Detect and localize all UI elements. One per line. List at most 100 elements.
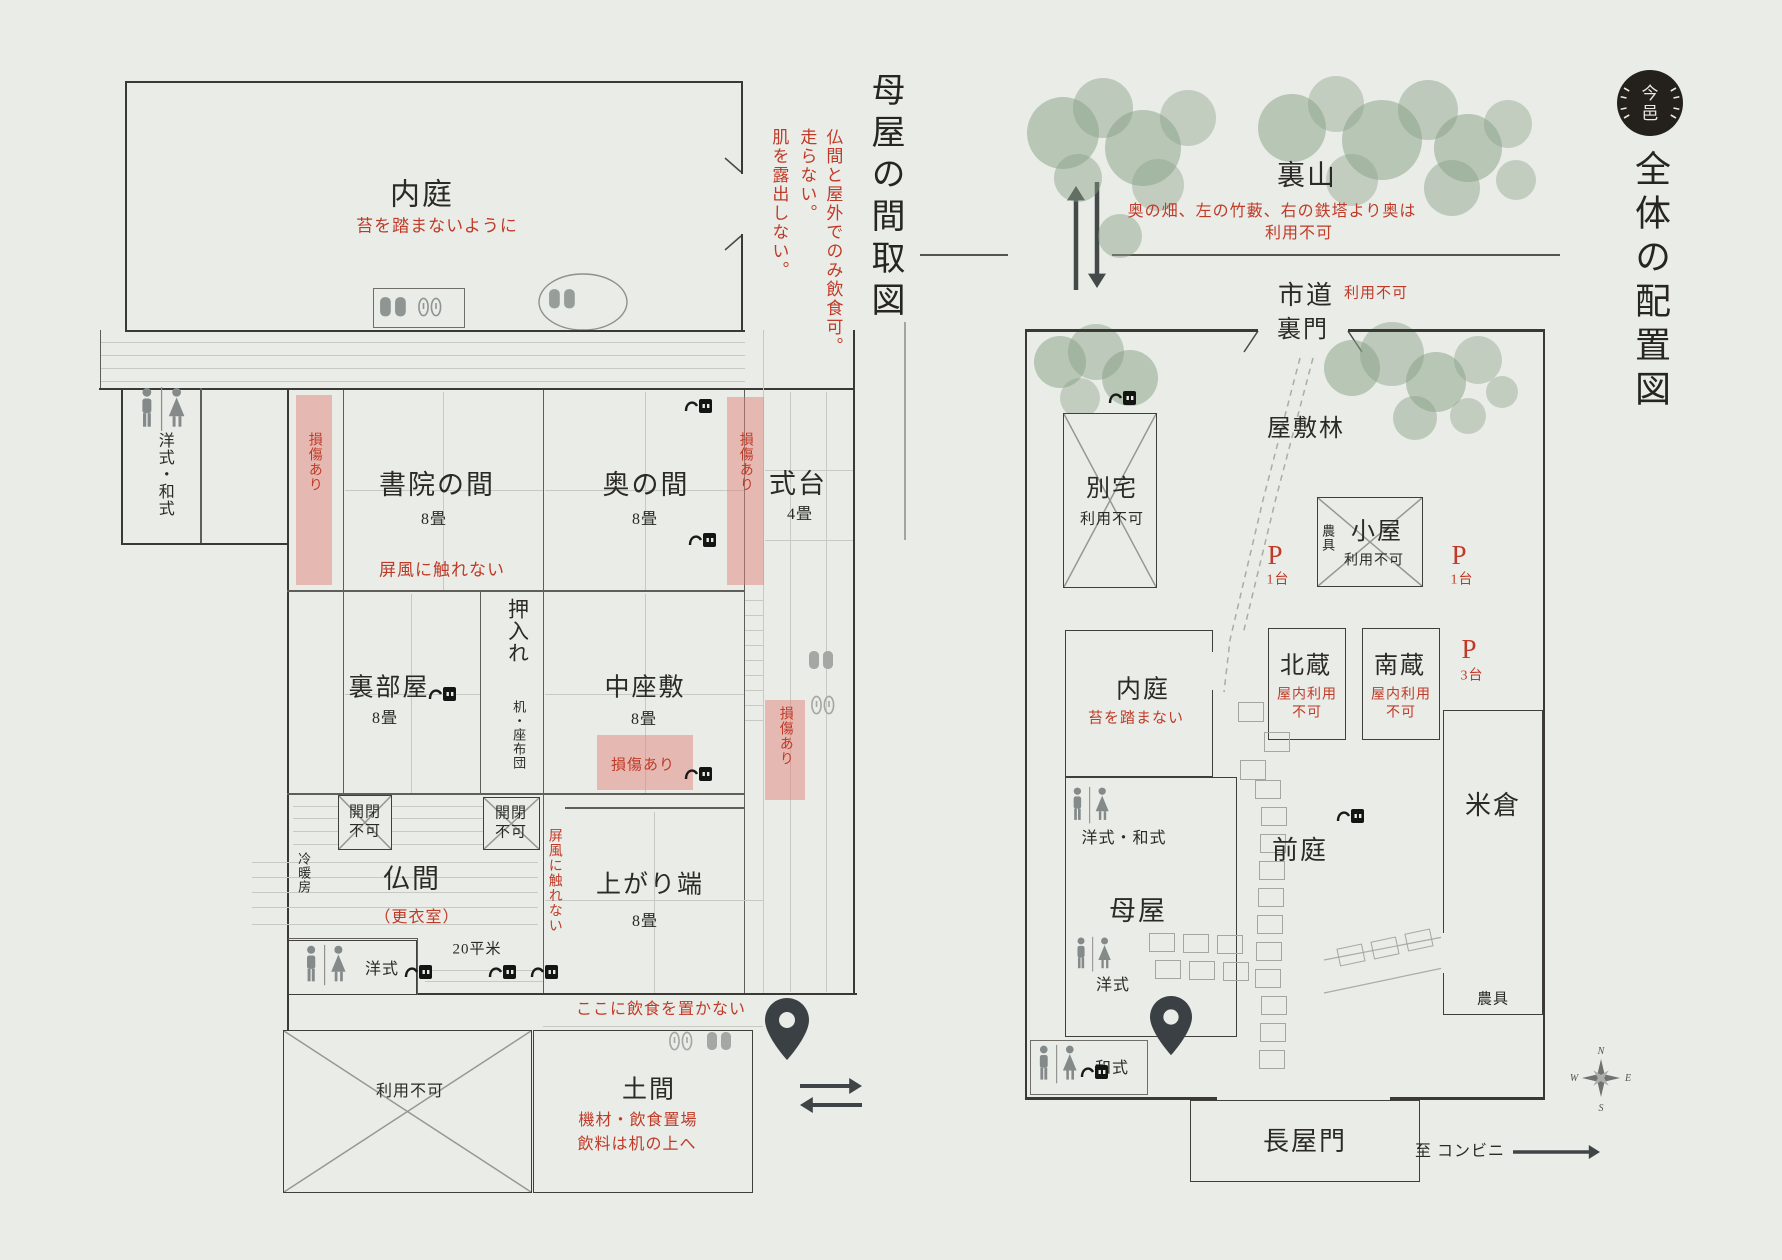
strip-label-2: 損傷あり (737, 432, 753, 492)
wall-segment (1348, 329, 1545, 332)
label-doma: 土間 (621, 1076, 677, 1104)
wall-segment (745, 630, 763, 631)
stepping-stone (1261, 996, 1287, 1015)
yonekura-box (1443, 710, 1543, 1015)
wall-segment (288, 938, 418, 939)
damage-highlight (765, 700, 805, 800)
label-toilet-west: 洋式・和式 (155, 432, 173, 517)
wall-segment (100, 342, 745, 343)
wall-segment (565, 807, 745, 809)
wall-segment (252, 892, 538, 893)
label-okunoma: 奥の間 (602, 470, 690, 501)
toilet-mf-omoya-2-icon (1074, 936, 1112, 983)
tree-icon (1450, 398, 1486, 434)
tree-icon (1486, 376, 1518, 408)
tree-icon (1342, 100, 1422, 180)
label-bettaku-note: 利用不可 (1079, 511, 1145, 528)
wall-segment (543, 390, 544, 995)
right-plan-title: 全体の配置図 (1630, 150, 1670, 414)
stepping-stone (1260, 1023, 1286, 1042)
stepping-stone (1255, 969, 1281, 988)
note-kitakura: 屋内利用 不可 (1277, 687, 1337, 721)
wall-segment (100, 355, 745, 356)
label-heibei: 20平米 (452, 941, 502, 958)
note-moss: 苔を踏まないように (356, 216, 518, 236)
outlet-icon (530, 962, 560, 987)
wall-segment (345, 490, 543, 491)
stepping-stone (1238, 702, 1264, 722)
damage-highlight (597, 735, 693, 790)
note-urayama-2: 利用不可 (1264, 225, 1334, 242)
wall-segment (100, 330, 101, 390)
house-rule-3: 肌を露出しない。 (769, 128, 789, 280)
label-nakazashiki: 中座敷 (604, 674, 686, 702)
tree-icon (1454, 336, 1502, 384)
wall-segment (745, 705, 763, 706)
wall-segment (417, 938, 418, 995)
label-p1-left-n: 1台 (1266, 572, 1290, 588)
wall-segment (293, 806, 535, 807)
wall-segment (343, 390, 344, 795)
wall-segment (480, 592, 481, 795)
toilet-mf-omoya-1-icon (1070, 786, 1110, 835)
wall-segment (745, 600, 763, 601)
minamikura-box (1362, 628, 1440, 740)
wall-segment (741, 234, 743, 332)
outlet-icon (428, 684, 458, 709)
zori-doma-icon (668, 1030, 694, 1057)
label-shoin: 書院の間 (379, 470, 495, 501)
tree-icon (1324, 340, 1380, 396)
damage-highlight (296, 395, 332, 585)
label-oshiire-items: 机・座布団 (511, 700, 527, 770)
note-inryo: 飲料は机の上へ (577, 1136, 697, 1153)
wall-segment (287, 590, 745, 592)
uchiniwa-2-box (1065, 630, 1213, 777)
wall-segment (293, 818, 535, 819)
label-yonekura-tools: 農具 (1476, 991, 1510, 1008)
label-oshiire: 押入れ (505, 598, 530, 664)
tree-icon (1434, 114, 1502, 182)
label-agarihana: 上がり端 (595, 871, 705, 899)
wall-segment (425, 981, 543, 982)
label-shoin-size: 8畳 (420, 511, 448, 528)
wall-segment (745, 660, 763, 661)
window-box-2 (483, 797, 540, 850)
wall-segment (765, 540, 853, 541)
tree-icon (1393, 396, 1437, 440)
stepping-stone (1336, 943, 1366, 967)
toilet-mf-west-icon (138, 386, 186, 443)
outlet-icon (1108, 388, 1138, 413)
label-shikidai: 式台 (769, 469, 827, 500)
label-minamikura: 南蔵 (1374, 653, 1426, 679)
label-shikidai-size: 4畳 (786, 506, 814, 523)
label-toilet-omoya-2: 洋式 (1095, 977, 1131, 994)
label-p3: P (1461, 634, 1479, 665)
note-nofood: ここに飲食を置かない (575, 1001, 747, 1018)
house-rule-1: 仏間と屋外でのみ飲食可。 (823, 128, 843, 356)
wall-segment (252, 924, 538, 925)
wall-segment (654, 812, 655, 993)
label-p1-right: P (1451, 540, 1469, 571)
wall-segment (99, 388, 855, 390)
label-konbini: 至 コンビニ (1414, 1143, 1506, 1160)
wall-segment (287, 993, 857, 995)
toilet-mf-washiki-icon (1036, 1044, 1078, 1095)
wall-segment (545, 490, 744, 491)
house-rule-2: 走らない。 (797, 128, 817, 223)
koya-box (1317, 497, 1423, 587)
strip-label-3: 損傷あり (777, 706, 793, 766)
tree-icon (1132, 159, 1184, 211)
svg-text:今: 今 (1642, 84, 1659, 103)
tree-icon (1406, 352, 1466, 412)
wall-segment (252, 877, 538, 878)
label-riyofuka-west: 利用不可 (375, 1083, 445, 1100)
tree-icon (1034, 336, 1086, 388)
svg-text:N: N (1597, 1046, 1606, 1057)
label-uchiniwa-2: 内庭 (1115, 676, 1171, 704)
wall-segment (745, 645, 763, 646)
label-p1-left: P (1267, 540, 1285, 571)
label-reidanbo: 冷暖房 (296, 852, 312, 894)
wall-segment (100, 368, 745, 369)
wall-segment (826, 392, 827, 992)
wall-segment (790, 392, 791, 992)
